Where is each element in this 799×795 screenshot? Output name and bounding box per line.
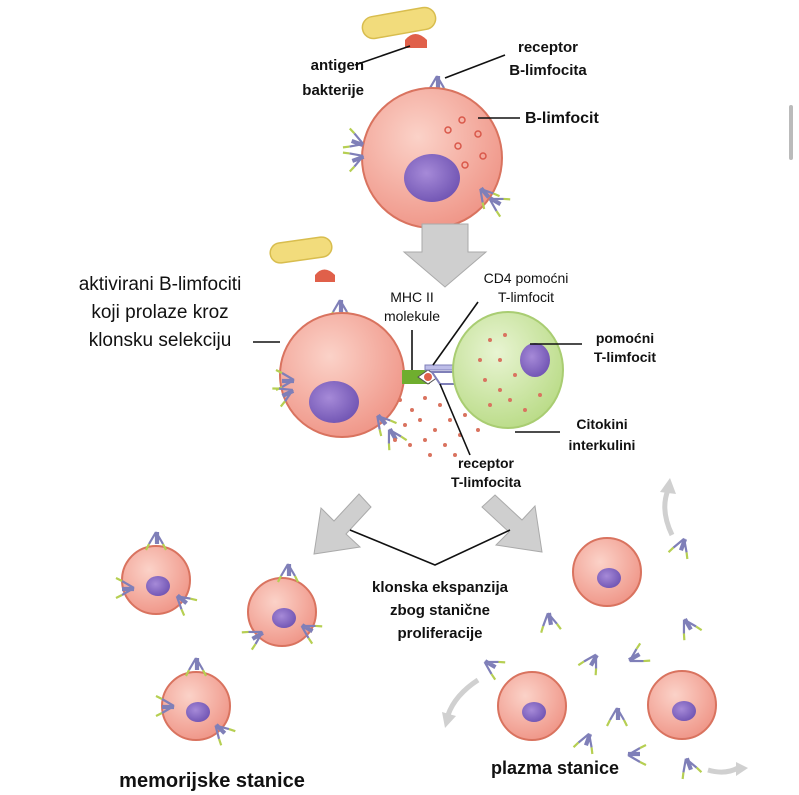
mhc-label-2: molekule [384,308,440,324]
activated-label-3: klonsku selekciju [89,330,232,351]
cytokine-dot [513,373,517,377]
cytokine-dot [488,403,492,407]
arrow-down-left-icon [313,493,372,555]
t-cell-receptor [430,371,456,385]
cytokine-label-2: interkulini [569,437,636,453]
cytokine-dot [448,418,452,422]
receptor-t-label-2: T-limfocita [451,474,521,490]
cytokine-dot [488,338,492,342]
activated-label: aktivirani B-limfociti [79,274,242,295]
mhc-label: MHC II [390,289,434,305]
plasma-cell [497,671,567,741]
cytokine-dot [438,403,442,407]
cytokine-dot [463,413,467,417]
cd4-molecule [424,364,456,371]
arrow-down-right-icon [481,494,543,553]
arrow-down-icon [402,223,488,288]
cytokine-dot [433,428,437,432]
cytokine-dot [403,423,407,427]
receptor-b-label: receptor [518,39,578,56]
cytokine-dot [398,398,402,402]
b-lymphocyte [361,87,503,229]
plasma-cell [647,670,717,740]
cytokine-dot [423,396,427,400]
cd4-label-2: T-limfocit [498,289,554,305]
cytokine-dot [428,453,432,457]
cytokine-dot [453,453,457,457]
expansion-label-2: zbog stanične [390,602,490,619]
cytokine-dot [503,333,507,337]
cytokine-dot [443,443,447,447]
receptor-b-label-2: B-limfocita [509,62,587,79]
memory-cell [154,656,237,747]
cytokine-dot [418,418,422,422]
cytokine-dot [478,358,482,362]
plasma-cells-label: plazma stanice [491,758,619,778]
helper-label-2: T-limfocit [594,349,657,365]
cytokine-dot [423,438,427,442]
activated-b-lymphocyte [279,312,405,438]
cytokine-dot [498,358,502,362]
activated-label-2: koji prolaze kroz [91,302,228,323]
cytokine-dot [483,378,487,382]
cytokine-label: Citokini [576,416,627,432]
cytokine-dot [538,393,542,397]
receptor-t-label: receptor [458,455,515,471]
cd4-label: CD4 pomoćni [484,270,569,286]
memory-cell [114,530,199,617]
bacterium-icon-2 [269,236,335,282]
cytokine-dot [508,398,512,402]
expansion-label-3: proliferacije [397,625,482,642]
helper-label: pomoćni [596,330,654,346]
cytokine-dot [476,428,480,432]
cytokine-dot [498,388,502,392]
memory-cell [240,562,324,651]
cytokine-dot [523,408,527,412]
helper-t-lymphocyte [452,311,564,429]
cytokine-dot [393,438,397,442]
antigen-label: antigen [311,57,364,74]
cytokine-dot [408,443,412,447]
scrollbar-thumb[interactable] [789,105,793,160]
b-limfocit-label: B-limfocit [525,110,599,127]
plasma-cell [572,537,642,607]
memory-cells-label: memorijske stanice [119,770,305,792]
cytokine-dot [410,408,414,412]
secretion-arrows [445,489,740,775]
bacterium-icon [361,6,437,48]
antigen-label-2: bakterije [302,82,364,99]
expansion-label: klonska ekspanzija [372,579,509,596]
